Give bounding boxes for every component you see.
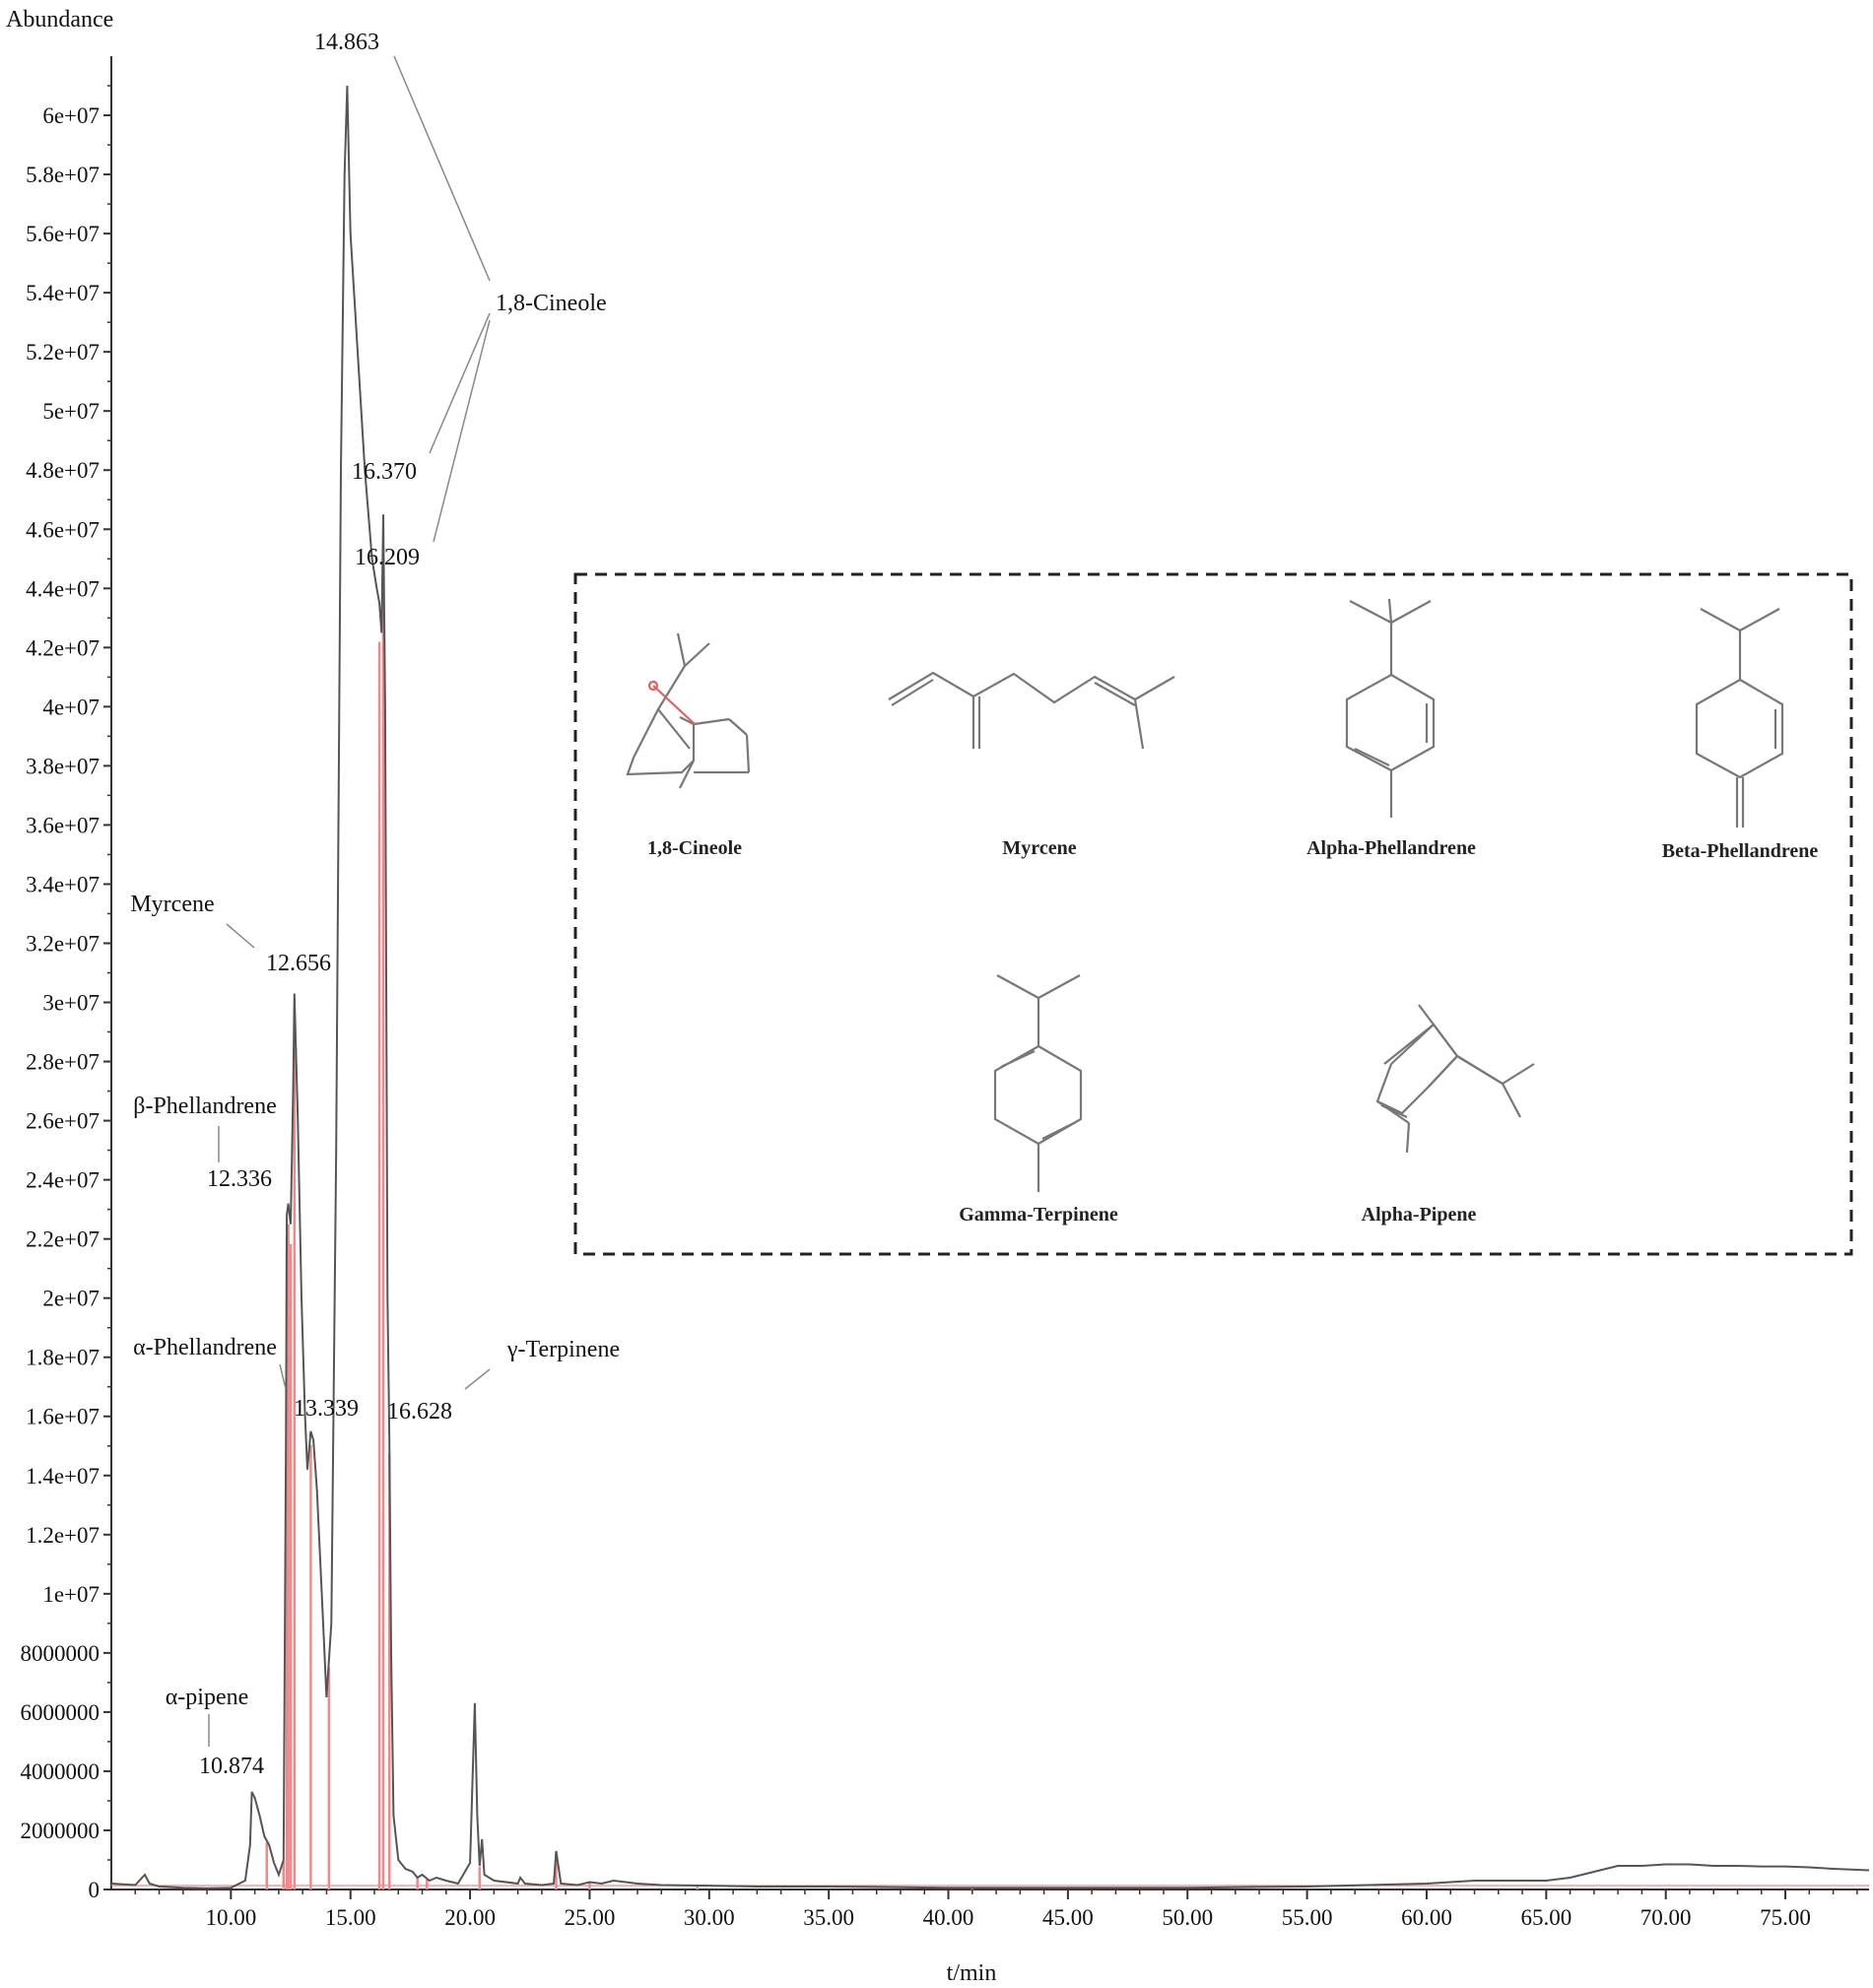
x-tick-label: 75.00	[1760, 1905, 1811, 1930]
y-tick-label: 2.6e+07	[26, 1109, 100, 1134]
structure-myrcene	[888, 671, 1175, 750]
y-tick-label: 3.6e+07	[26, 813, 100, 837]
x-tick-label: 65.00	[1520, 1905, 1572, 1930]
y-tick-label: 1.2e+07	[26, 1523, 100, 1548]
peak-rt-label: 13.339	[294, 1396, 359, 1422]
peak-leader-line	[464, 1368, 491, 1390]
y-tick-label: 1.6e+07	[26, 1405, 100, 1429]
x-tick-label: 35.00	[803, 1905, 854, 1930]
x-tick-label: 40.00	[923, 1905, 974, 1930]
peak-rt-label: 14.863	[314, 30, 379, 55]
y-tick-label: 6000000	[21, 1700, 100, 1725]
structure-alpha-pipene	[1375, 1004, 1535, 1154]
y-tick-label: 2000000	[21, 1819, 100, 1843]
chromatogram-trace	[110, 85, 1870, 1889]
peak-annotations: 10.874 α-pipene 12.336 β-Phellandrene 12.656…	[130, 30, 620, 1779]
y-tick-label: 4000000	[21, 1759, 100, 1784]
y-tick-label: 3.4e+07	[26, 872, 100, 896]
y-tick-label: 4.2e+07	[26, 635, 100, 660]
peak-name-label: α-Phellandrene	[133, 1335, 277, 1360]
structure-alpha-phellandrene	[1345, 598, 1436, 818]
peak-rt-label: 16.209	[355, 545, 420, 570]
y-tick-label: 0	[89, 1878, 100, 1902]
structure-label-gamma-terpinene: Gamma-Terpinene	[959, 1204, 1118, 1226]
y-tick-label: 1e+07	[42, 1582, 100, 1607]
x-tick-label: 45.00	[1042, 1905, 1094, 1930]
x-tick-label: 15.00	[325, 1905, 376, 1930]
y-tick-label: 3.8e+07	[26, 754, 100, 778]
y-tick-label: 5.6e+07	[26, 222, 100, 246]
structure-cineole	[626, 632, 751, 789]
peak-rt-label: 10.874	[199, 1754, 264, 1779]
peak-leader-line	[226, 923, 255, 949]
peak-leader-line	[393, 55, 491, 282]
y-axis-title: Abundance	[6, 7, 113, 33]
y-tick-label: 4.8e+07	[26, 458, 100, 483]
peak-leader-line	[429, 312, 491, 454]
peak-leader-line	[279, 1363, 287, 1390]
peak-name-label: γ-Terpinene	[506, 1337, 620, 1362]
x-tick-label: 55.00	[1282, 1905, 1333, 1930]
y-tick-label: 4e+07	[42, 695, 100, 719]
y-tick-label: 5.2e+07	[26, 340, 100, 364]
x-tick-label: 25.00	[565, 1905, 616, 1930]
cineole-group-label: 1,8-Cineole	[496, 291, 607, 316]
y-tick-label: 1.4e+07	[26, 1464, 100, 1489]
structures-box	[573, 572, 1853, 1256]
y-tick-label: 2e+07	[42, 1287, 100, 1311]
y-tick-group: 0 2000000 4000000 6000000 8000000 1e+07 1.2e+0…	[21, 85, 111, 1902]
y-tick-label: 2.4e+07	[26, 1168, 100, 1193]
x-tick-group: 10.00 15.00 20.00 25.00 30.00 35.00 40.00 45.00…	[134, 1889, 1858, 1930]
y-tick-label: 5.4e+07	[26, 281, 100, 305]
structure-gamma-terpinene	[993, 974, 1083, 1192]
peak-leader-line	[433, 319, 491, 543]
structures-panel: 1,8-Cineole Myrcene Alpha-Phellandrene	[573, 572, 1853, 1256]
y-tick-label: 3e+07	[42, 991, 100, 1016]
y-tick-label: 2.2e+07	[26, 1227, 100, 1252]
peak-rt-label: 12.656	[266, 951, 331, 976]
y-tick-label: 8000000	[21, 1641, 100, 1666]
x-axis-title: t/min	[947, 1960, 997, 1986]
x-tick-label: 30.00	[684, 1905, 735, 1930]
structure-label-alpha-phellandrene: Alpha-Phellandrene	[1306, 837, 1476, 859]
y-tick-label: 2.8e+07	[26, 1050, 100, 1075]
y-tick-label: 6e+07	[42, 103, 100, 128]
x-tick-label: 60.00	[1401, 1905, 1452, 1930]
peak-name-label: Myrcene	[130, 892, 214, 917]
y-tick-label: 5e+07	[42, 399, 100, 424]
x-tick-label: 20.00	[444, 1905, 496, 1930]
structure-label-cineole: 1,8-Cineole	[647, 837, 742, 859]
x-tick-label: 50.00	[1162, 1905, 1213, 1930]
y-tick-label: 4.4e+07	[26, 576, 100, 601]
y-tick-label: 4.6e+07	[26, 517, 100, 542]
y-tick-label: 1.8e+07	[26, 1346, 100, 1370]
peak-name-label: α-pipene	[166, 1685, 249, 1710]
peak-rt-label: 16.370	[352, 459, 417, 485]
x-tick-label: 10.00	[205, 1905, 256, 1930]
peak-rt-label: 12.336	[207, 1166, 272, 1192]
structure-beta-phellandrene	[1695, 608, 1784, 828]
y-tick-label: 3.2e+07	[26, 931, 100, 956]
structure-label-myrcene: Myrcene	[1002, 837, 1076, 859]
peak-rt-label: 16.628	[387, 1399, 452, 1425]
peak-name-label: β-Phellandrene	[133, 1093, 277, 1119]
structure-label-beta-phellandrene: Beta-Phellandrene	[1662, 840, 1819, 862]
x-tick-label: 70.00	[1640, 1905, 1692, 1930]
structure-label-alpha-pipene: Alpha-Pipene	[1362, 1204, 1477, 1226]
y-tick-label: 5.8e+07	[26, 163, 100, 187]
